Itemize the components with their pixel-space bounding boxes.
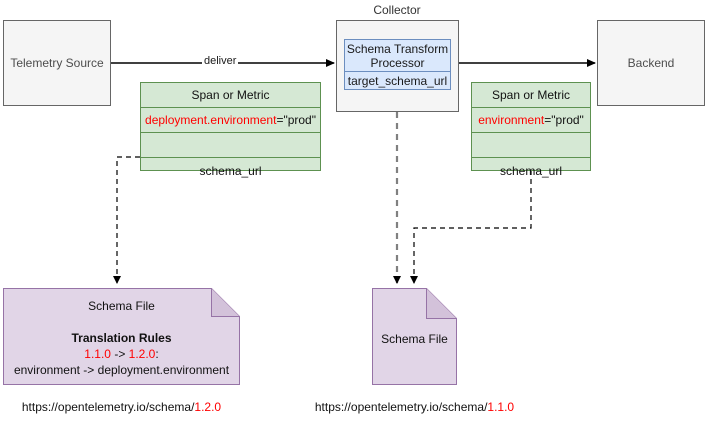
processor-target-schema-url-row: target_schema_url xyxy=(347,74,448,88)
right-span-attribute-key: environment xyxy=(478,113,545,127)
right-span-empty-row xyxy=(472,133,590,158)
node-backend[interactable]: Backend xyxy=(597,20,705,106)
left-schema-file-label: Schema File xyxy=(88,299,155,313)
translation-rule-mapping: environment -> deployment.environment xyxy=(13,363,230,377)
right-url-version: 1.1.0 xyxy=(487,400,515,414)
left-url-base: https://opentelemetry.io/schema/ xyxy=(21,400,195,414)
right-span-header: Span or Metric xyxy=(472,83,590,108)
left-schema-file-rules: Translation Rules 1.1.0 -> 1.2.0: enviro… xyxy=(3,330,240,378)
right-span-attribute: environment="prod" xyxy=(472,108,590,133)
rule-colon: : xyxy=(155,347,159,361)
left-span-header: Span or Metric xyxy=(141,83,320,108)
edge-left-schema-url-to-file xyxy=(113,156,140,284)
left-schema-url-caption: https://opentelemetry.io/schema/1.2.0 xyxy=(3,400,240,414)
right-url-base: https://opentelemetry.io/schema/ xyxy=(314,400,488,414)
node-telemetry-source[interactable]: Telemetry Source xyxy=(3,20,111,106)
edge-right-schema-url-to-file xyxy=(410,170,532,284)
edge-label-deliver: deliver xyxy=(202,55,239,67)
left-schema-file-shape xyxy=(3,288,240,385)
node-schema-transform-processor[interactable]: Schema Transform Processor target_schema… xyxy=(344,39,451,90)
right-schema-file-shape xyxy=(372,288,457,385)
translation-rules-title: Translation Rules xyxy=(71,331,172,345)
node-left-schema-file[interactable]: Schema File Translation Rules 1.1.0 -> 1… xyxy=(3,288,240,385)
right-schema-url-caption: https://opentelemetry.io/schema/1.1.0 xyxy=(296,400,533,414)
left-span-empty-row xyxy=(141,133,320,158)
rule-from-version: 1.1.0 xyxy=(84,347,111,361)
processor-title: Schema Transform Processor xyxy=(345,40,450,72)
node-right-schema-file[interactable]: Schema File xyxy=(372,288,457,385)
right-schema-file-label: Schema File xyxy=(381,332,448,346)
left-span-schema-url-row: schema_url xyxy=(199,163,262,178)
left-span-attribute-value: ="prod" xyxy=(276,113,316,127)
table-left-span-or-metric[interactable]: Span or Metric deployment.environment="p… xyxy=(140,82,321,178)
right-span-attribute-value: ="prod" xyxy=(544,113,584,127)
backend-label: Backend xyxy=(627,56,675,70)
left-span-attribute: deployment.environment="prod" xyxy=(141,108,320,133)
table-right-span-or-metric[interactable]: Span or Metric environment="prod" schema… xyxy=(471,82,591,178)
rule-arrow: -> xyxy=(110,347,129,361)
translation-rule-versions: 1.1.0 -> 1.2.0: xyxy=(3,346,240,362)
left-url-version: 1.2.0 xyxy=(194,400,222,414)
left-span-attribute-key: deployment.environment xyxy=(145,113,277,127)
rule-to-version: 1.2.0 xyxy=(128,347,156,361)
telemetry-source-label: Telemetry Source xyxy=(10,56,104,70)
right-span-schema-url-row: schema_url xyxy=(499,163,563,178)
collector-caption: Collector xyxy=(373,3,421,17)
